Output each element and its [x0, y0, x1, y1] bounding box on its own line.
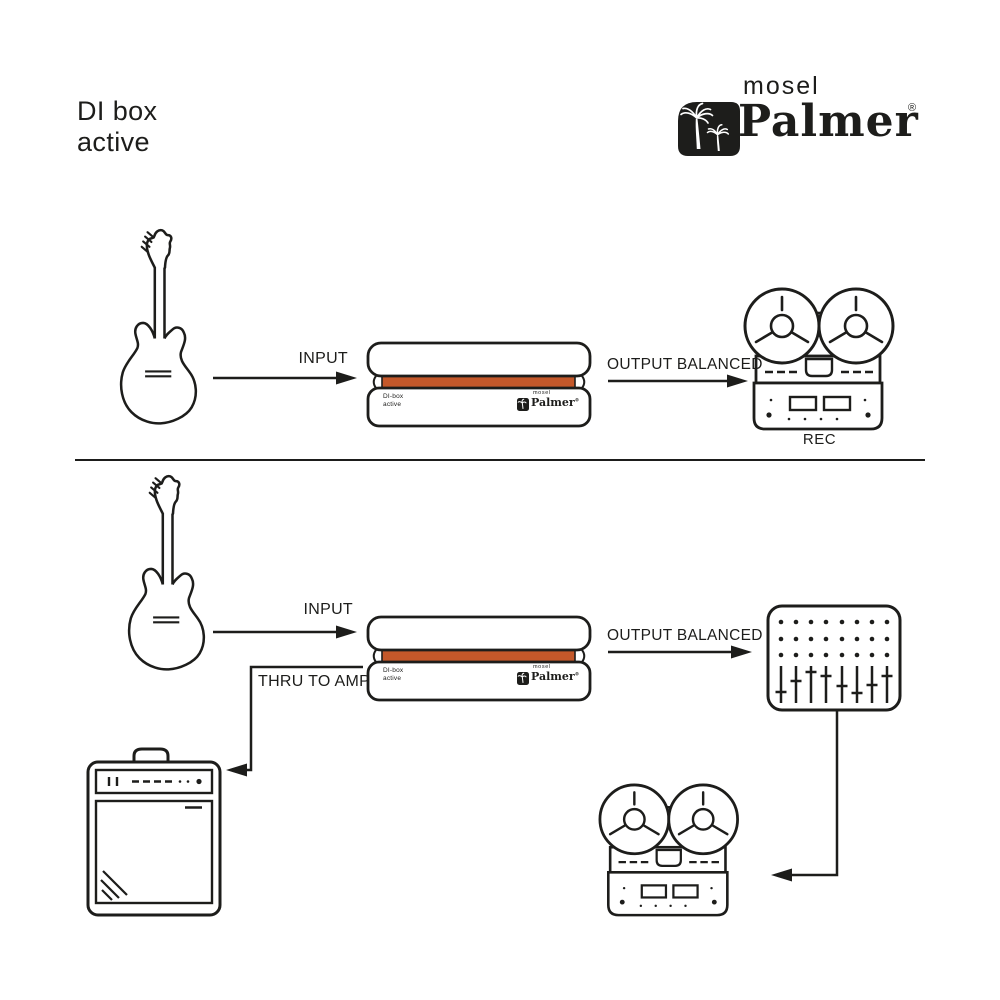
guitar-amplifier-icon — [86, 747, 222, 917]
brand-mosel-text: mosel — [743, 72, 820, 100]
electric-guitar-icon — [119, 228, 198, 425]
palm-trees-icon — [678, 102, 740, 156]
tape-recorder-icon-top — [745, 289, 893, 429]
output-label-bottom: OUTPUT BALANCED — [607, 627, 763, 644]
page-title-line1: DI box — [77, 96, 158, 126]
di-box-label-line2-top: active — [383, 400, 402, 408]
di-box-graphic-bottom — [366, 615, 592, 702]
output-label-top: OUTPUT BALANCED — [607, 356, 763, 373]
palm-mini-icon-bottom — [517, 672, 529, 685]
di-box-label-line1-bottom: DI-box — [383, 667, 404, 674]
di-box-label-line2-bottom: active — [383, 674, 402, 682]
thru-arrow — [226, 665, 363, 777]
di-box-brand-palmer-top: Palmer® — [531, 396, 579, 409]
di-box-registered-bottom: ® — [574, 672, 580, 678]
di-box-brand-mosel-top: mosel — [533, 390, 551, 396]
mixer-to-recorder-arrow — [771, 710, 839, 882]
output-arrow-bottom — [608, 645, 752, 659]
input-label-bottom: INPUT — [303, 601, 353, 618]
brand-palmer-text: Palmer — [738, 96, 919, 147]
tape-recorder-icon-bottom — [600, 785, 738, 915]
thru-to-amp-label: THRU TO AMP — [258, 673, 371, 690]
input-label-top: INPUT — [298, 350, 348, 367]
di-box-brand-mosel-bottom: mosel — [533, 664, 551, 670]
di-box-registered-top: ® — [574, 398, 580, 404]
palm-mini-icon-top — [517, 398, 529, 411]
mixing-console-icon — [766, 604, 902, 712]
di-box-graphic-top — [366, 341, 592, 428]
di-box-label-line1-top: DI-box — [383, 393, 404, 400]
di-box-brand-name-top: Palmer — [531, 396, 575, 409]
di-box-faceplate-label-bottom: DI-box active — [383, 667, 403, 682]
di-box-brand-palmer-bottom: Palmer® — [531, 670, 579, 683]
input-arrow-bottom — [213, 625, 357, 639]
output-arrow-top — [608, 374, 748, 388]
electric-guitar-icon-bottom — [127, 474, 206, 671]
di-box-brand-name-bottom: Palmer — [531, 670, 575, 683]
page-title-line2: active — [77, 127, 150, 157]
di-box-faceplate-label-top: DI-box active — [383, 393, 403, 408]
input-arrow-top — [213, 371, 357, 385]
brand-registered-mark: ® — [908, 102, 917, 114]
rec-label: REC — [802, 431, 837, 448]
